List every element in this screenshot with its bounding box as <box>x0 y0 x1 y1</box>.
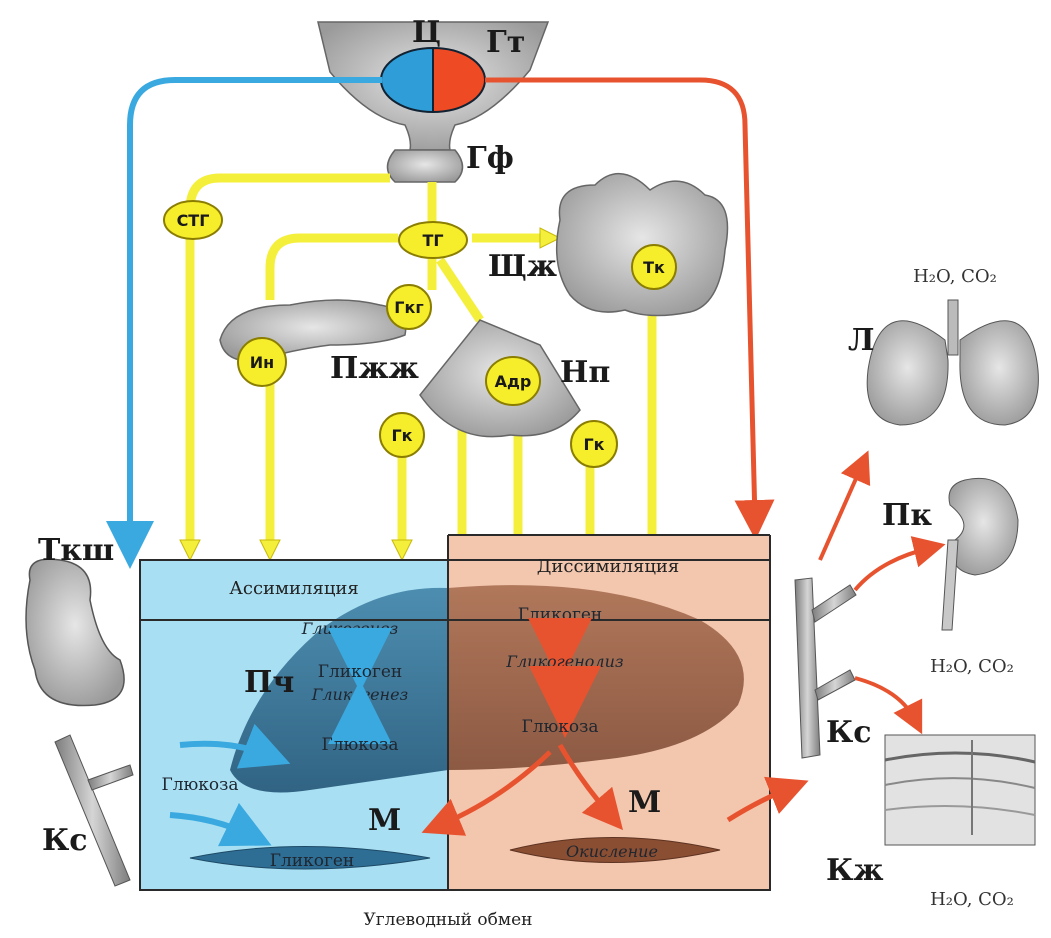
dissimilation-title: Диссимиляция <box>537 556 680 577</box>
label-skin: Кж <box>826 853 884 888</box>
pituitary-gland <box>388 150 463 182</box>
skin-products: H₂O, CO₂ <box>930 889 1014 910</box>
label-kidney: Пк <box>882 498 932 533</box>
arrow-to-kidney <box>855 548 930 590</box>
panel-caption: Углеводный обмен <box>363 910 532 930</box>
hormone-node-adr: Адр <box>486 357 540 405</box>
hormone-node-stg: СТГ <box>164 201 222 239</box>
right-vessel-branch-2 <box>815 670 855 700</box>
hormone-node-gkg: Гкг <box>387 285 431 329</box>
lungs-shape <box>867 300 1038 425</box>
svg-text:Ин: Ин <box>250 353 274 372</box>
skin-shape <box>885 735 1035 845</box>
label-muscle-right: М <box>628 785 661 820</box>
label-skeletal-tissue: Ткш <box>38 533 114 568</box>
left-vessel-shape <box>55 735 130 886</box>
assim-glycogenesis-mid: Гликогенез <box>311 685 409 704</box>
label-lungs: Л <box>848 323 875 358</box>
hormone-node-gk-left: Гк <box>380 413 424 457</box>
dissim-glycogen: Гликоген <box>518 605 603 625</box>
svg-text:Гк: Гк <box>583 435 604 454</box>
right-vessel-shape <box>795 578 820 758</box>
svg-text:Гкг: Гкг <box>394 298 423 317</box>
svg-text:Гк: Гк <box>391 426 412 445</box>
arrow-to-lungs <box>820 465 862 560</box>
label-pancreas: Пжж <box>330 351 419 386</box>
svg-text:СТГ: СТГ <box>177 211 210 230</box>
label-center: Ц <box>412 15 441 50</box>
svg-text:Тк: Тк <box>643 258 665 277</box>
assim-glycogen: Гликоген <box>318 662 403 682</box>
centre-nucleus <box>381 48 485 112</box>
dissim-glycogenolysis: Гликогенолиз <box>505 652 623 671</box>
hormone-node-in: Ин <box>238 338 286 386</box>
skeletal-tissue-shape <box>26 559 124 705</box>
right-vessel-branch-1 <box>812 585 856 622</box>
label-vessel-left: Кс <box>42 823 88 858</box>
lungs-products: H₂O, CO₂ <box>913 266 997 287</box>
kidney-shape <box>942 478 1018 630</box>
assim-glucose: Глюкоза <box>321 735 398 755</box>
label-vessel-right: Кс <box>826 715 872 750</box>
dissim-glucose: Глюкоза <box>521 717 598 737</box>
label-liver: Пч <box>244 665 294 700</box>
kidney-products: H₂O, CO₂ <box>930 656 1014 677</box>
assim-glucose-left: Глюкоза <box>161 775 238 795</box>
label-thyroid: Щж <box>488 249 557 284</box>
hormone-node-gk-right: Гк <box>571 421 617 467</box>
label-pituitary: Гф <box>466 141 514 176</box>
hormone-node-tk: Тк <box>632 245 676 289</box>
hormone-node-tg: ТГ <box>399 222 467 258</box>
left-vessel-branch <box>88 765 133 790</box>
svg-text:Адр: Адр <box>495 372 532 391</box>
label-hypothalamus: Гт <box>486 25 525 60</box>
svg-text:ТГ: ТГ <box>422 231 443 250</box>
label-muscle-left: М <box>368 803 401 838</box>
label-adrenal: Нп <box>560 355 610 390</box>
thyroid-gland <box>557 174 728 316</box>
assim-muscle-glycogen: Гликоген <box>270 851 355 871</box>
dissim-oxidation: Окисление <box>566 842 658 861</box>
arrow-to-skin <box>855 678 915 720</box>
assim-glycogenesis-top: Гликогенез <box>301 619 399 638</box>
assimilation-title: Ассимиляция <box>229 578 359 599</box>
